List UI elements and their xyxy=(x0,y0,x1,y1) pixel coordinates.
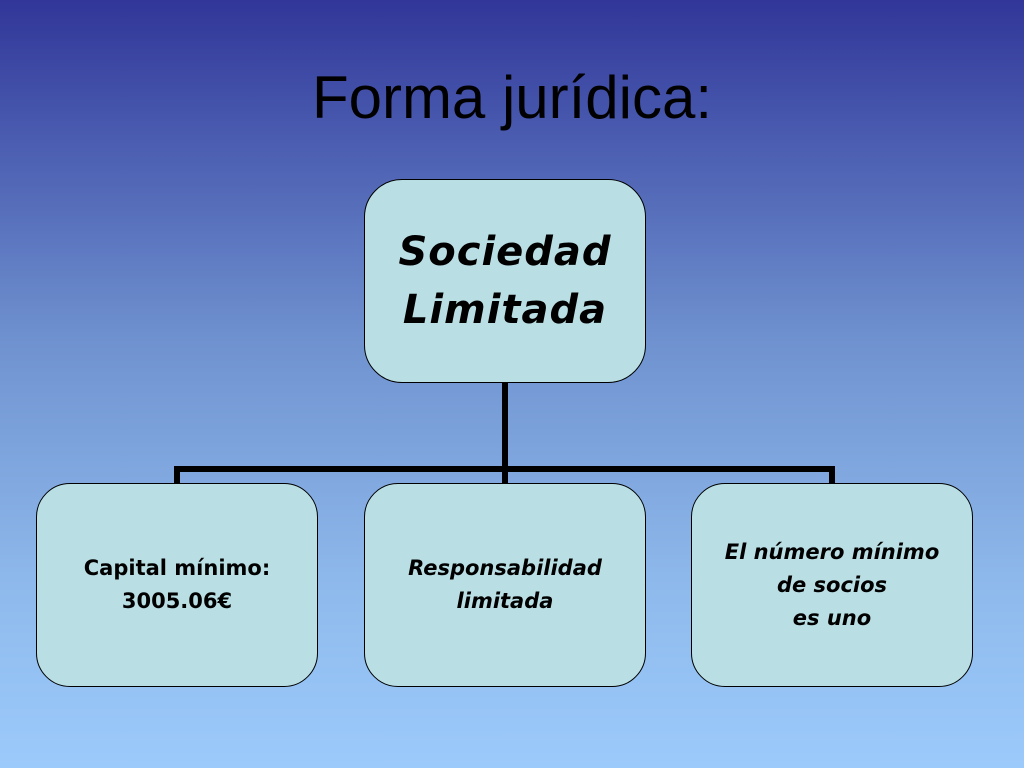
org-node-socios-line-1: El número mínimo xyxy=(724,539,940,564)
org-node-capital-label: Capital mínimo: 3005.06€ xyxy=(84,552,270,618)
org-node-root-line-2: Limitada xyxy=(402,287,608,333)
org-node-socios-label: El número mínimo de socios es uno xyxy=(725,536,940,635)
org-node-responsabilidad-label: Responsabilidad limitada xyxy=(408,552,602,618)
org-node-root: Sociedad Limitada xyxy=(364,179,646,383)
org-node-capital-line-1: Capital mínimo: xyxy=(83,556,271,580)
org-node-capital: Capital mínimo: 3005.06€ xyxy=(36,483,318,687)
org-node-socios: El número mínimo de socios es uno xyxy=(691,483,973,687)
org-node-socios-line-2: de socios xyxy=(776,572,888,597)
slide-title: Forma jurídica: xyxy=(311,64,713,131)
org-node-socios-line-3: es uno xyxy=(792,605,872,630)
org-node-responsabilidad-line-1: Responsabilidad xyxy=(408,556,602,580)
org-node-root-label: Sociedad Limitada xyxy=(398,223,611,339)
org-node-responsabilidad-line-2: limitada xyxy=(456,589,554,613)
org-node-root-line-1: Sociedad xyxy=(398,229,612,275)
org-node-capital-line-2: 3005.06€ xyxy=(121,589,233,613)
org-node-responsabilidad: Responsabilidad limitada xyxy=(364,483,646,687)
